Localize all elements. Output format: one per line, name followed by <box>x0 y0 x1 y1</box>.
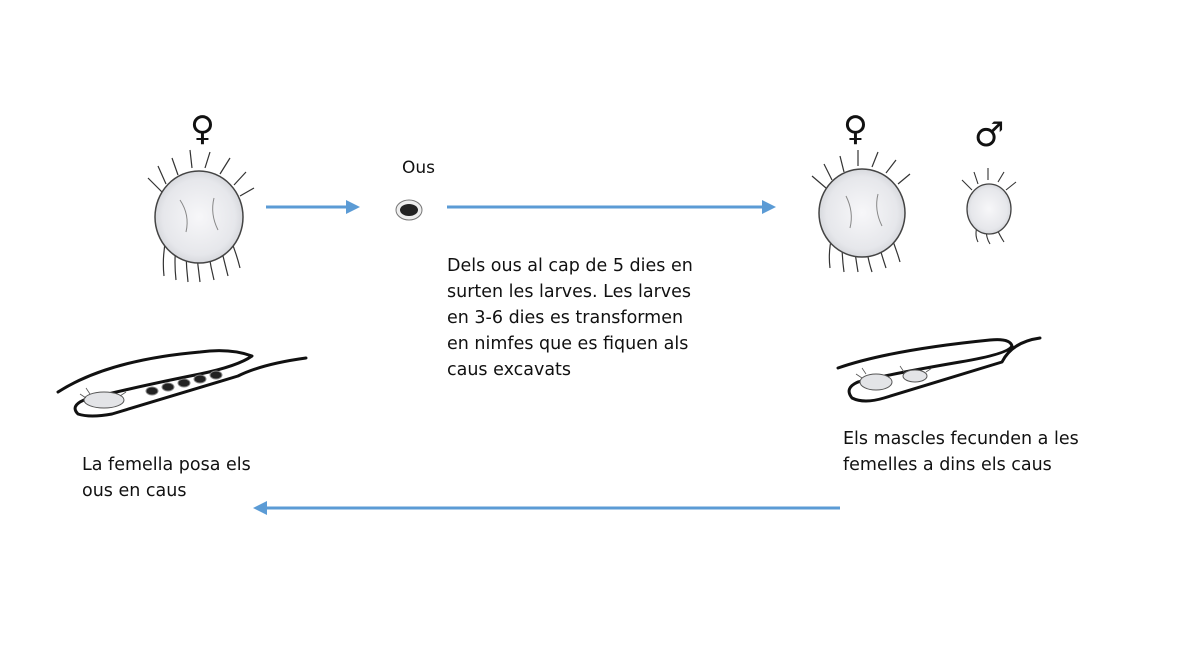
mating-step-text: Els mascles fecunden a les femelles a di… <box>843 429 1079 475</box>
female-adult-mite-icon <box>811 150 911 273</box>
eggs-label: Ous <box>402 158 436 178</box>
arrow-adults-to-laying <box>253 501 840 515</box>
arrow-eggs-to-adults <box>447 200 776 214</box>
laying-step-text: La femella posa els ous en caus <box>82 455 251 501</box>
arrow-female-to-eggs <box>266 200 360 214</box>
male-symbol-icon: ♂ <box>974 115 1005 155</box>
female-mite-icon <box>147 149 255 283</box>
egg-icon <box>395 199 423 221</box>
male-mite-icon <box>961 168 1017 245</box>
female-adult-symbol-icon: ♀ <box>843 109 868 149</box>
larvae-step-text: Dels ous al cap de 5 dies en surten les … <box>447 256 693 380</box>
female-symbol-icon: ♀ <box>190 109 215 149</box>
burrow-with-eggs-icon <box>56 349 308 418</box>
burrow-with-mites-icon <box>836 336 1042 403</box>
